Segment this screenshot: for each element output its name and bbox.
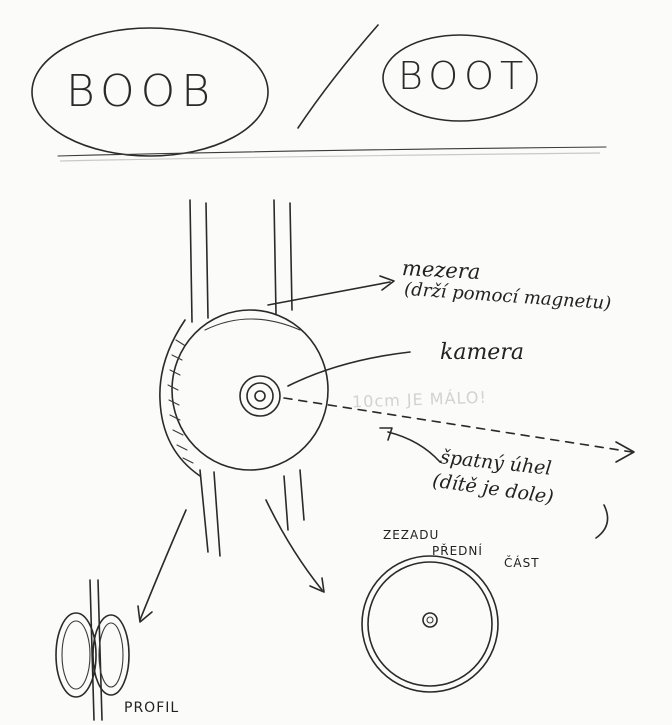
right-option-label: BOOT (398, 54, 529, 98)
slash-divider (298, 25, 378, 128)
camera-lens (240, 376, 280, 416)
angle-arrow-left-head (380, 428, 392, 440)
strap (190, 200, 304, 556)
camera-arrow (288, 352, 410, 386)
profile-label: PROFIL (124, 700, 179, 716)
back-view-label-1: ZEZADU (383, 528, 439, 542)
profile-view (56, 580, 129, 720)
angle-arrow-left (388, 432, 440, 462)
device-shadow-edge (160, 320, 200, 476)
profile-arrow (140, 510, 186, 620)
device-gap-hatch (205, 319, 300, 330)
back-view (362, 556, 498, 692)
left-option-label: BOOB (66, 66, 216, 117)
back-view-label-3: ČÁST (504, 556, 540, 570)
angle-bracket (596, 505, 608, 538)
back-arrow (266, 500, 322, 590)
gap-arrow (268, 282, 390, 305)
back-view-label-2: PŘEDNÍ (432, 544, 483, 558)
camera-label: kamera (440, 340, 524, 365)
device-body (160, 310, 328, 476)
section-divider (58, 147, 606, 156)
